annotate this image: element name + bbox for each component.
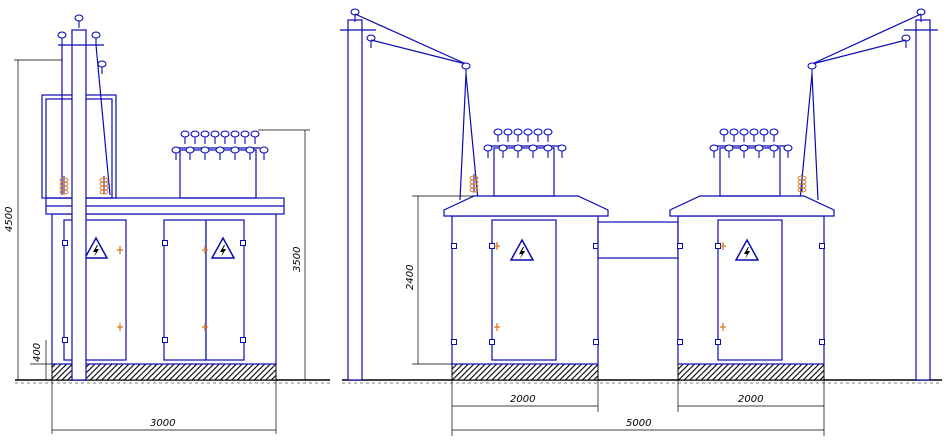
pole-left bbox=[71, 29, 87, 381]
substation-unit-a bbox=[443, 128, 609, 381]
connecting-bridge bbox=[597, 221, 679, 259]
bushing-icon bbox=[797, 173, 807, 193]
door-unit-b[interactable] bbox=[717, 219, 783, 361]
pole-right-a bbox=[347, 19, 363, 381]
lv-rack-left bbox=[179, 149, 257, 199]
dims-left: 4500 3500 400 3000 bbox=[4, 59, 310, 434]
dims-right: 2400 2000 2000 5000 bbox=[405, 195, 825, 436]
substation-unit-b bbox=[669, 128, 835, 381]
lv-insulators-left bbox=[171, 130, 269, 161]
dim-unit-b-width: 2000 bbox=[738, 394, 763, 405]
left-view: 4500 3500 400 3000 bbox=[4, 14, 330, 434]
dim-total-width: 5000 bbox=[626, 418, 651, 429]
dim-foundation-height: 400 bbox=[32, 343, 43, 362]
dim-unit-a-width: 2000 bbox=[510, 394, 535, 405]
dim-overall-height: 4500 bbox=[4, 207, 15, 232]
right-view: 2400 2000 2000 5000 bbox=[340, 8, 942, 436]
dim-unit-height: 2400 bbox=[405, 265, 416, 290]
dim-enclosure-height: 3500 bbox=[292, 247, 303, 272]
pole-right-b bbox=[915, 19, 931, 381]
dim-left-width: 3000 bbox=[150, 418, 175, 429]
door-left-2[interactable] bbox=[163, 219, 207, 361]
door-unit-a[interactable] bbox=[491, 219, 557, 361]
